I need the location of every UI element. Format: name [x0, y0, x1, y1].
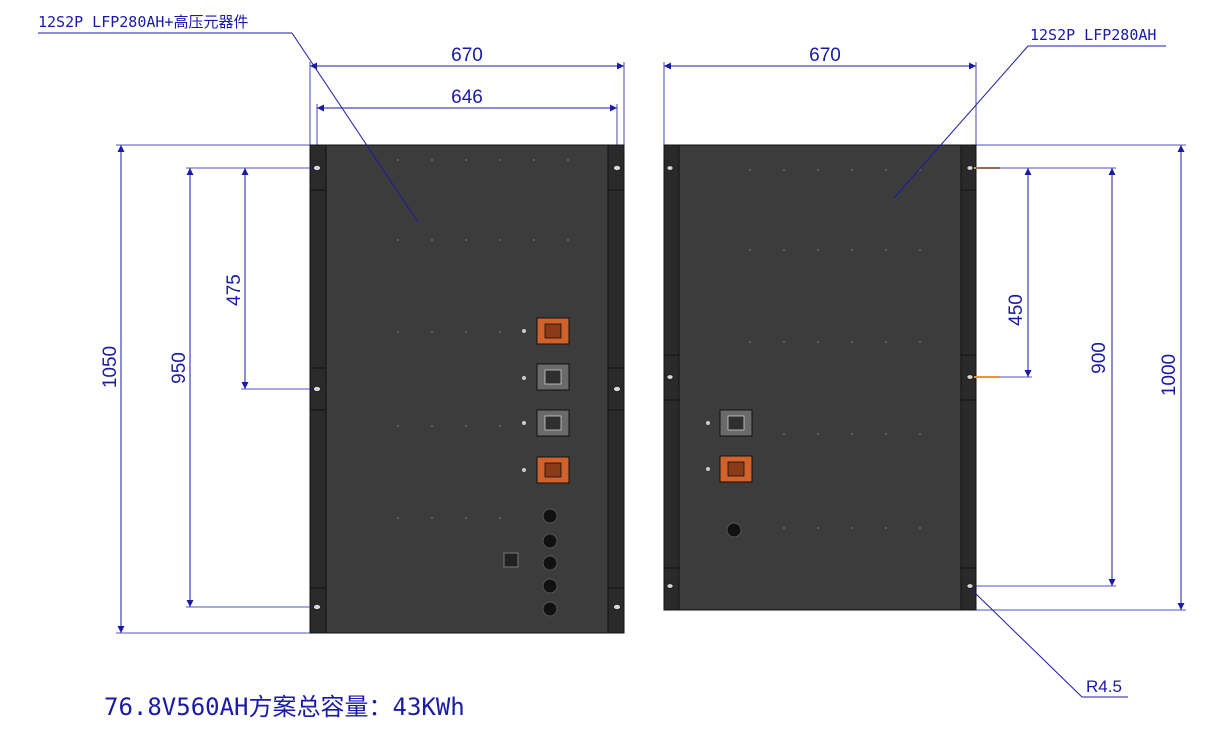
right-round-connector: [726, 522, 742, 538]
right-panel: [678, 144, 962, 611]
left-height-half-label: 475: [224, 274, 245, 306]
right-height-total-label: 1000: [1159, 354, 1180, 396]
left-width-outer-label: 670: [451, 45, 483, 66]
right-callout: 12S2P LFP280AH: [893, 26, 1166, 199]
right-terminal-grey: [706, 409, 753, 437]
left-width-inner-label: 646: [451, 87, 483, 108]
right-height-half-label: 450: [1006, 294, 1027, 326]
left-callout: 12S2P LFP280AH+高压元器件: [38, 13, 419, 223]
left-terminal-grey-1: [522, 363, 570, 391]
right-mount-holes: [666, 165, 974, 589]
left-height-total-label: 1050: [100, 346, 121, 388]
right-callout-text: 12S2P LFP280AH: [1030, 26, 1156, 44]
left-mount-holes: [313, 165, 621, 610]
right-width-outer-label: 670: [809, 45, 841, 66]
right-height-mount-label: 900: [1089, 342, 1110, 374]
right-screw-dots: [749, 169, 921, 529]
left-round-connectors: [503, 508, 558, 617]
left-terminal-copper-1: [522, 317, 570, 345]
left-screw-dots: [397, 159, 569, 519]
left-terminal-grey-2: [522, 409, 570, 437]
hole-radius-callout: R4.5: [971, 589, 1128, 698]
right-battery-pack: [663, 144, 1000, 611]
hole-radius-text: R4.5: [1086, 677, 1122, 696]
left-dimensions: 670 646 1050 950 475: [100, 45, 625, 634]
right-dimensions: 670 1000 900 450: [663, 45, 1186, 611]
right-orange-studs: [974, 167, 1000, 378]
left-callout-text: 12S2P LFP280AH+高压元器件: [38, 13, 248, 31]
left-height-mount-label: 950: [169, 352, 190, 384]
right-terminal-copper: [706, 455, 753, 483]
left-terminal-copper-2: [522, 456, 570, 484]
footer-capacity-note: 76.8V560AH方案总容量：43KWh: [104, 693, 465, 721]
left-battery-pack: [309, 144, 625, 634]
